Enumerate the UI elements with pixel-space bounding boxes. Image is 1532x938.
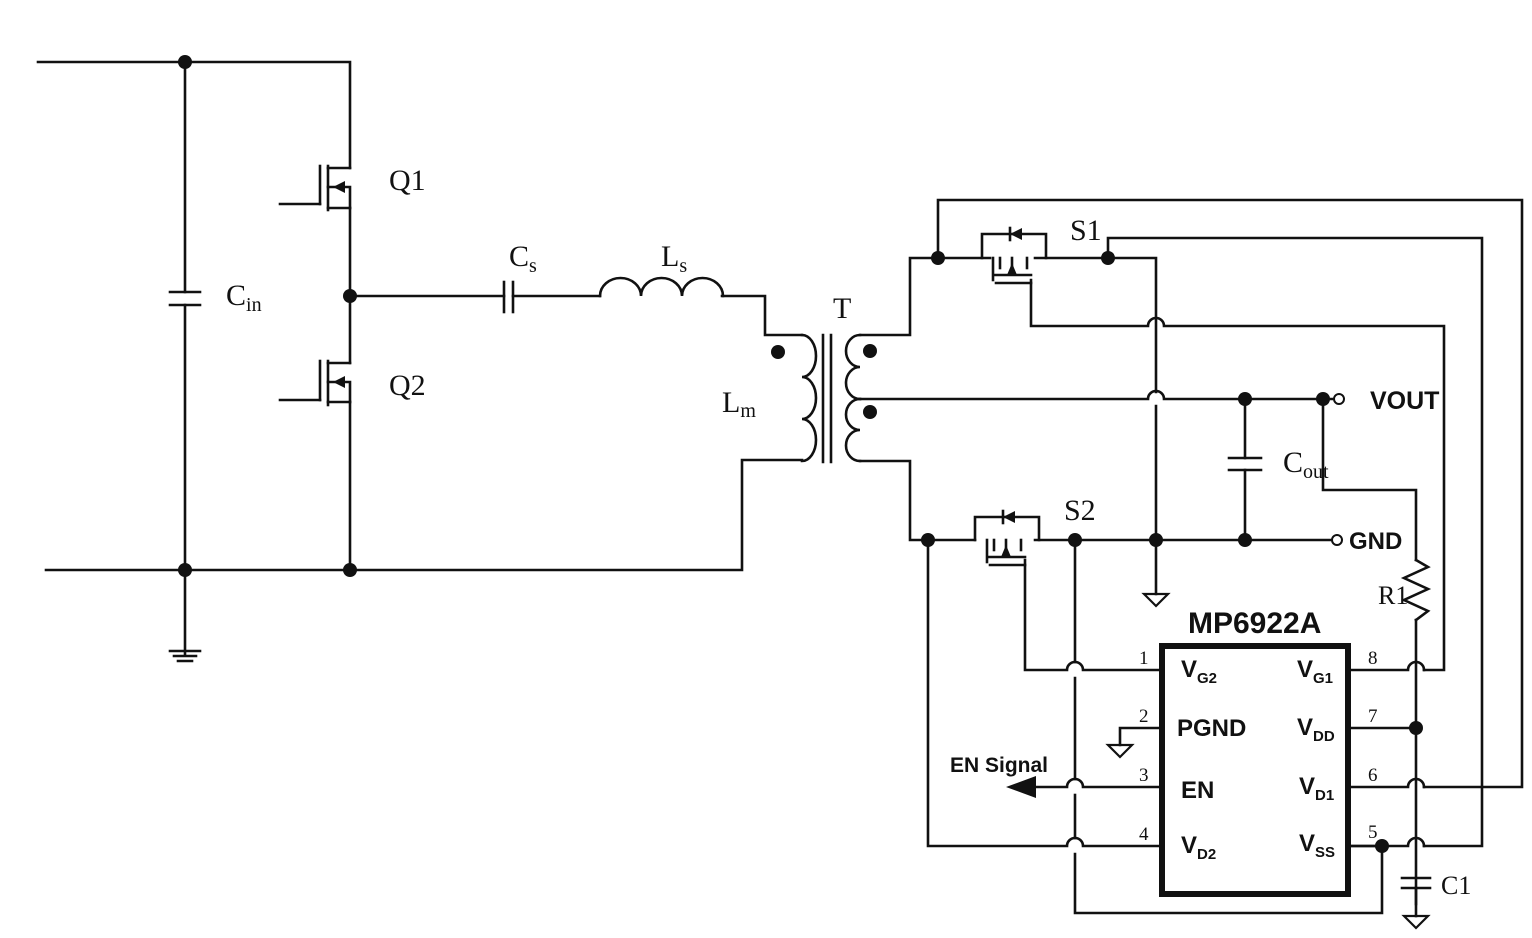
pin-vss: VSS [1299,830,1335,861]
capacitor-cs [502,280,515,314]
label-s1: S1 [1070,214,1102,247]
mosfet-s1 [980,226,1048,285]
mosfet-q2 [278,359,352,407]
pin-en: EN [1181,777,1214,804]
ground-symbol-primary [168,649,202,663]
label-s2: S2 [1064,494,1096,527]
terminal-gnd [1331,534,1343,546]
capacitor-cout [1227,456,1263,472]
pin-vg1: VG1 [1297,656,1333,687]
label-gnd: GND [1349,528,1402,555]
pin-vg2: VG2 [1181,656,1217,687]
secondary-wiring [858,198,1524,915]
label-cs: Cs [509,240,537,277]
terminal-vout [1333,393,1345,405]
pin-vd2: VD2 [1181,832,1216,863]
label-cout: Cout [1283,446,1329,483]
pin-number-3: 3 [1139,765,1149,786]
pin-number-1: 1 [1139,648,1149,669]
capacitor-cin [168,290,202,307]
pin-pgnd: PGND [1177,715,1246,742]
label-q1: Q1 [389,164,426,197]
pin-number-5: 5 [1368,822,1378,843]
pin-number-4: 4 [1139,824,1149,845]
mosfet-s2 [973,509,1041,567]
pin-number-7: 7 [1368,706,1378,727]
transformer-t [771,333,877,464]
pin-vdd: VDD [1297,714,1335,745]
primary-wiring [36,60,804,657]
pin-number-8: 8 [1368,648,1378,669]
pin-number-2: 2 [1139,706,1149,727]
resistor-r1 [1400,558,1432,622]
ic-name: MP6922A [1188,607,1321,640]
en-arrow-icon [1006,776,1036,798]
label-c1: C1 [1441,871,1471,900]
mosfet-q1 [278,164,352,212]
inductor-ls [598,276,725,298]
label-r1: R1 [1378,581,1408,610]
label-vout: VOUT [1370,387,1439,415]
label-en-signal: EN Signal [950,754,1048,777]
ic-mp6922a [1159,643,1351,897]
label-ls: Ls [661,240,687,277]
label-lm: Lm [722,386,756,422]
junction-dots [178,55,1423,853]
label-cin: Cin [226,279,262,316]
pin-vd1: VD1 [1299,773,1334,804]
label-t: T [833,292,851,325]
pin-number-6: 6 [1368,765,1378,786]
label-q2: Q2 [389,369,426,402]
